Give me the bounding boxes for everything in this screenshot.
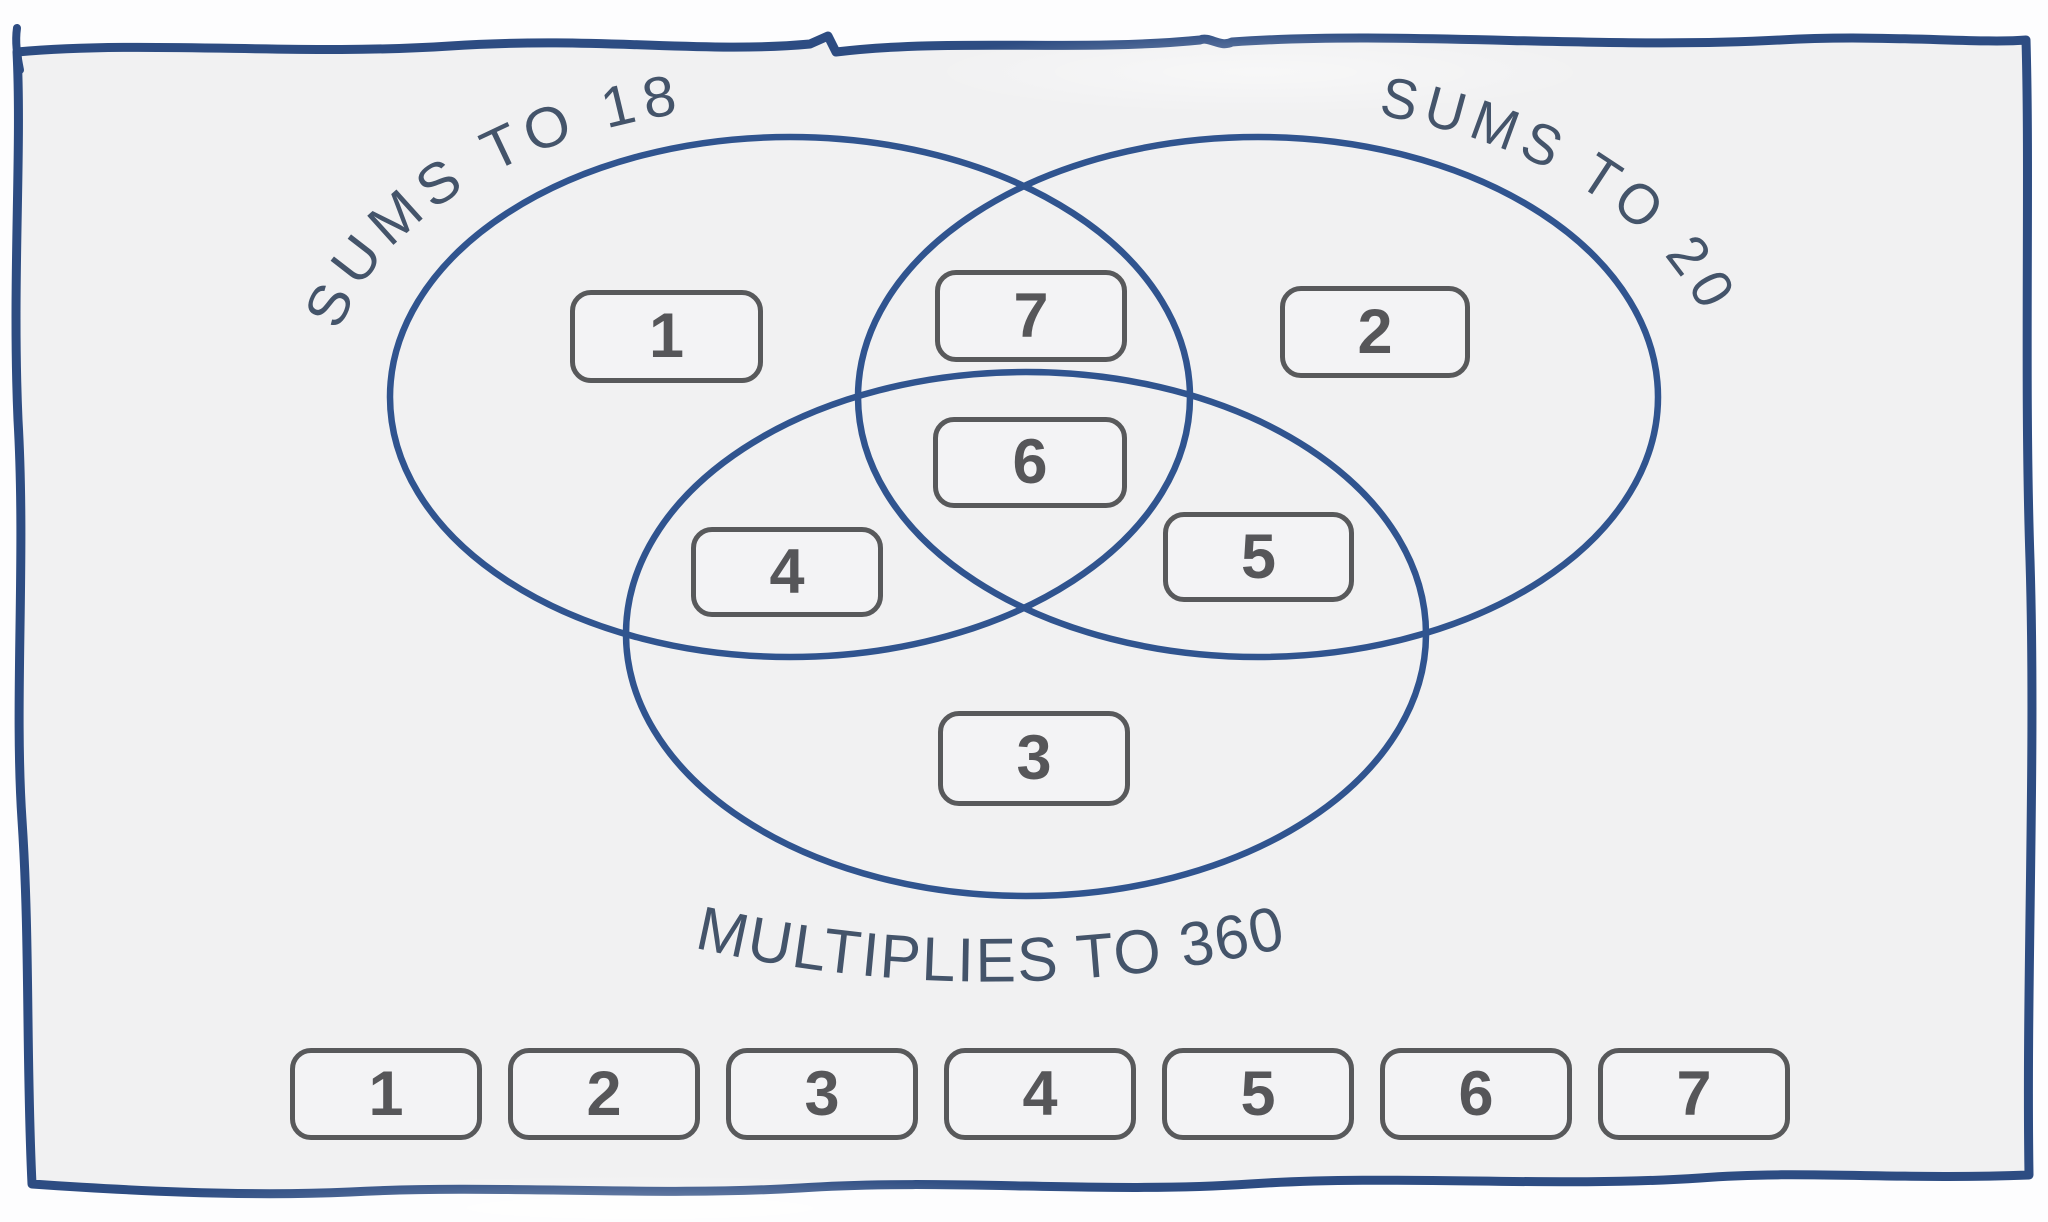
tray-tile-6[interactable]: 6	[1380, 1048, 1572, 1140]
tray-tile-1[interactable]: 1	[290, 1048, 482, 1140]
tray-tile-2[interactable]: 2	[508, 1048, 700, 1140]
paper-highlight	[920, 30, 1600, 114]
set-region-multiplies-to-360[interactable]	[622, 368, 1430, 900]
tray-tile-4[interactable]: 4	[944, 1048, 1136, 1140]
venn-tile-6[interactable]: 6	[933, 417, 1127, 508]
tray-tile-5[interactable]: 5	[1162, 1048, 1354, 1140]
venn-tile-4[interactable]: 4	[691, 527, 883, 617]
venn-tile-7[interactable]: 7	[935, 270, 1127, 362]
hand-drawn-frame	[11, 31, 2037, 1199]
paper-highlight	[120, 1174, 1160, 1222]
frame-corner-stroke	[12, 24, 24, 74]
tray-tile-7[interactable]: 7	[1598, 1048, 1790, 1140]
venn-tile-1[interactable]: 1	[570, 290, 763, 383]
venn-tile-2[interactable]: 2	[1280, 286, 1470, 378]
venn-tile-3[interactable]: 3	[938, 711, 1130, 806]
tray-tile-3[interactable]: 3	[726, 1048, 918, 1140]
venn-tile-5[interactable]: 5	[1163, 512, 1354, 602]
